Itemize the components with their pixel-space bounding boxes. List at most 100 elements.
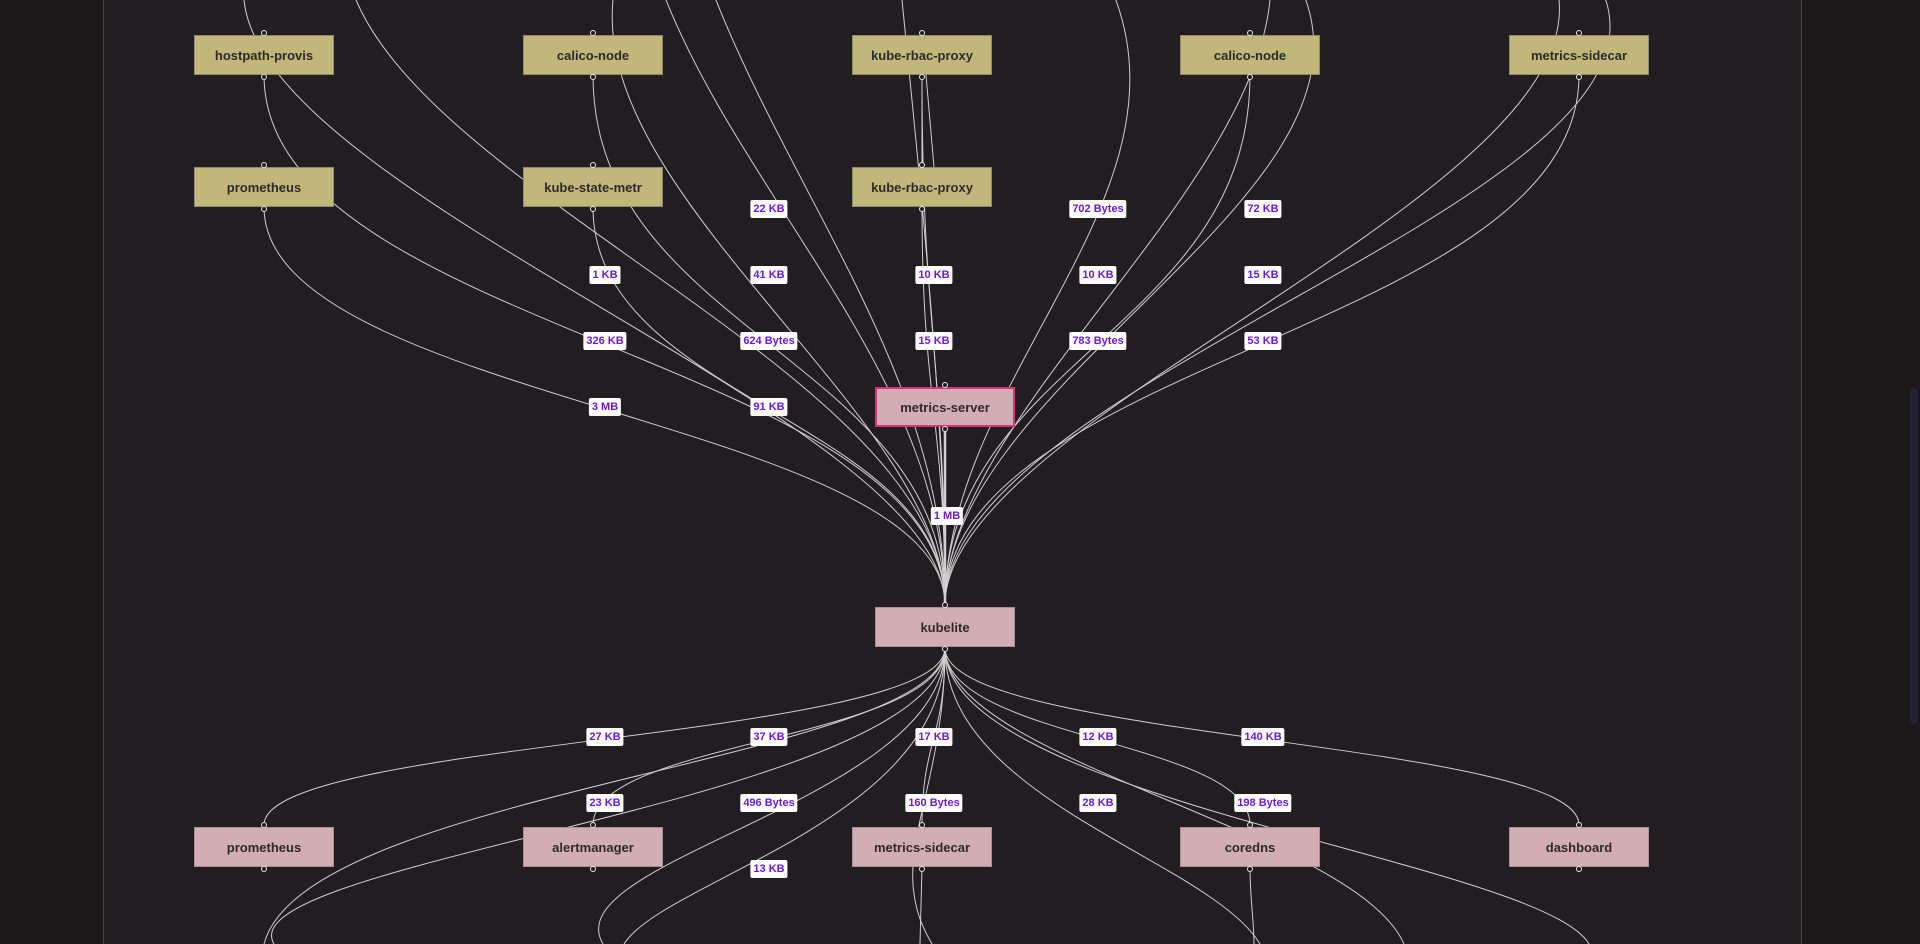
node-port-handle[interactable]: [590, 30, 596, 36]
node-port-handle[interactable]: [942, 382, 948, 388]
edge-label[interactable]: 3 MB: [588, 398, 622, 416]
node-metrics-server-selected[interactable]: metrics-server: [875, 387, 1015, 427]
node-port-handle[interactable]: [1576, 30, 1582, 36]
node-label: kube-rbac-proxy: [871, 179, 973, 195]
node-metrics-sidecar-1[interactable]: metrics-sidecar: [1509, 35, 1649, 75]
edge: [944, 0, 1315, 606]
edge-label[interactable]: 13 KB: [750, 860, 788, 878]
vertical-scrollbar[interactable]: [1910, 388, 1918, 724]
node-port-handle[interactable]: [942, 602, 948, 608]
node-port-handle[interactable]: [1247, 866, 1253, 872]
node-port-handle[interactable]: [590, 866, 596, 872]
node-port-handle[interactable]: [1247, 30, 1253, 36]
node-port-handle[interactable]: [261, 74, 267, 80]
edge: [623, 647, 946, 944]
edge: [263, 647, 946, 944]
node-port-handle[interactable]: [942, 426, 948, 432]
node-calico-node-2[interactable]: calico-node: [1180, 35, 1320, 75]
node-port-handle[interactable]: [590, 822, 596, 828]
node-label: metrics-sidecar: [873, 839, 971, 855]
node-label: kube-state-metr: [544, 179, 642, 195]
node-metrics-sidecar-2[interactable]: metrics-sidecar: [852, 827, 992, 867]
edge-label[interactable]: 15 KB: [915, 332, 953, 350]
edge-label[interactable]: 72 KB: [1244, 200, 1282, 218]
edge-label[interactable]: 10 KB: [1079, 266, 1117, 284]
edge-label[interactable]: 37 KB: [750, 728, 788, 746]
node-label: prometheus: [226, 839, 302, 855]
node-label: dashboard: [1545, 839, 1613, 855]
edge: [271, 647, 946, 944]
node-port-handle[interactable]: [590, 74, 596, 80]
node-label: kube-rbac-proxy: [871, 47, 973, 63]
node-port-handle[interactable]: [261, 866, 267, 872]
edge-label[interactable]: 783 Bytes: [1069, 332, 1127, 350]
edge-label[interactable]: 496 Bytes: [740, 794, 798, 812]
node-prometheus-2[interactable]: prometheus: [194, 827, 334, 867]
node-port-handle[interactable]: [942, 646, 948, 652]
edge: [944, 0, 1560, 606]
edge: [611, 0, 946, 606]
node-port-handle[interactable]: [261, 206, 267, 212]
node-kubelite[interactable]: kubelite: [875, 607, 1015, 647]
node-label: metrics-sidecar: [1530, 47, 1628, 63]
node-port-handle[interactable]: [1247, 74, 1253, 80]
node-dashboard[interactable]: dashboard: [1509, 827, 1649, 867]
node-port-handle[interactable]: [919, 162, 925, 168]
node-alertmanager[interactable]: alertmanager: [523, 827, 663, 867]
node-port-handle[interactable]: [1247, 822, 1253, 828]
edge-label[interactable]: 624 Bytes: [740, 332, 798, 350]
edge-label[interactable]: 198 Bytes: [1234, 794, 1292, 812]
edge-label[interactable]: 160 Bytes: [905, 794, 963, 812]
flow-graph-canvas[interactable]: hostpath-provis calico-node kube-rbac-pr…: [103, 0, 1802, 944]
edge: [944, 0, 1611, 606]
node-kube-rbac-proxy-1[interactable]: kube-rbac-proxy: [852, 35, 992, 75]
node-port-handle[interactable]: [1576, 866, 1582, 872]
node-port-handle[interactable]: [261, 30, 267, 36]
node-label: metrics-server: [900, 399, 990, 415]
edge-label[interactable]: 15 KB: [1244, 266, 1282, 284]
node-coredns[interactable]: coredns: [1180, 827, 1320, 867]
node-port-handle[interactable]: [919, 74, 925, 80]
edge: [944, 647, 1590, 944]
node-calico-node-1[interactable]: calico-node: [523, 35, 663, 75]
edge: [243, 0, 946, 606]
edge-label[interactable]: 41 KB: [750, 266, 788, 284]
edge-label[interactable]: 140 KB: [1241, 728, 1285, 746]
node-port-handle[interactable]: [1576, 74, 1582, 80]
edge: [944, 0, 1131, 606]
node-label: coredns: [1224, 839, 1276, 855]
edge-label[interactable]: 10 KB: [915, 266, 953, 284]
edge-label[interactable]: 1 KB: [589, 266, 621, 284]
edge-label[interactable]: 53 KB: [1244, 332, 1282, 350]
node-kube-rbac-proxy-2[interactable]: kube-rbac-proxy: [852, 167, 992, 207]
node-port-handle[interactable]: [1576, 822, 1582, 828]
node-port-handle[interactable]: [261, 822, 267, 828]
node-port-handle[interactable]: [919, 866, 925, 872]
node-port-handle[interactable]: [919, 822, 925, 828]
edge-label[interactable]: 23 KB: [586, 794, 624, 812]
edge: [355, 0, 946, 606]
edge: [944, 647, 1261, 944]
edge-label[interactable]: 22 KB: [750, 200, 788, 218]
edge-label[interactable]: 17 KB: [915, 728, 953, 746]
edge-label[interactable]: 28 KB: [1079, 794, 1117, 812]
edge: [919, 866, 923, 944]
node-port-handle[interactable]: [919, 206, 925, 212]
node-port-handle[interactable]: [919, 30, 925, 36]
node-port-handle[interactable]: [261, 162, 267, 168]
node-prometheus-1[interactable]: prometheus: [194, 167, 334, 207]
node-label: hostpath-provis: [214, 47, 314, 63]
node-port-handle[interactable]: [590, 162, 596, 168]
edge-label[interactable]: 326 KB: [583, 332, 627, 350]
edge-label[interactable]: 91 KB: [750, 398, 788, 416]
node-kube-state-metrics[interactable]: kube-state-metr: [523, 167, 663, 207]
edge-label[interactable]: 702 Bytes: [1069, 200, 1127, 218]
edge-label[interactable]: 27 KB: [586, 728, 624, 746]
edge: [944, 0, 1271, 606]
node-port-handle[interactable]: [590, 206, 596, 212]
node-label: kubelite: [920, 619, 970, 635]
node-hostpath-provisioner[interactable]: hostpath-provis: [194, 35, 334, 75]
edge: [944, 647, 1405, 944]
edge-label[interactable]: 12 KB: [1079, 728, 1117, 746]
edge-label[interactable]: 1 MB: [930, 507, 964, 525]
